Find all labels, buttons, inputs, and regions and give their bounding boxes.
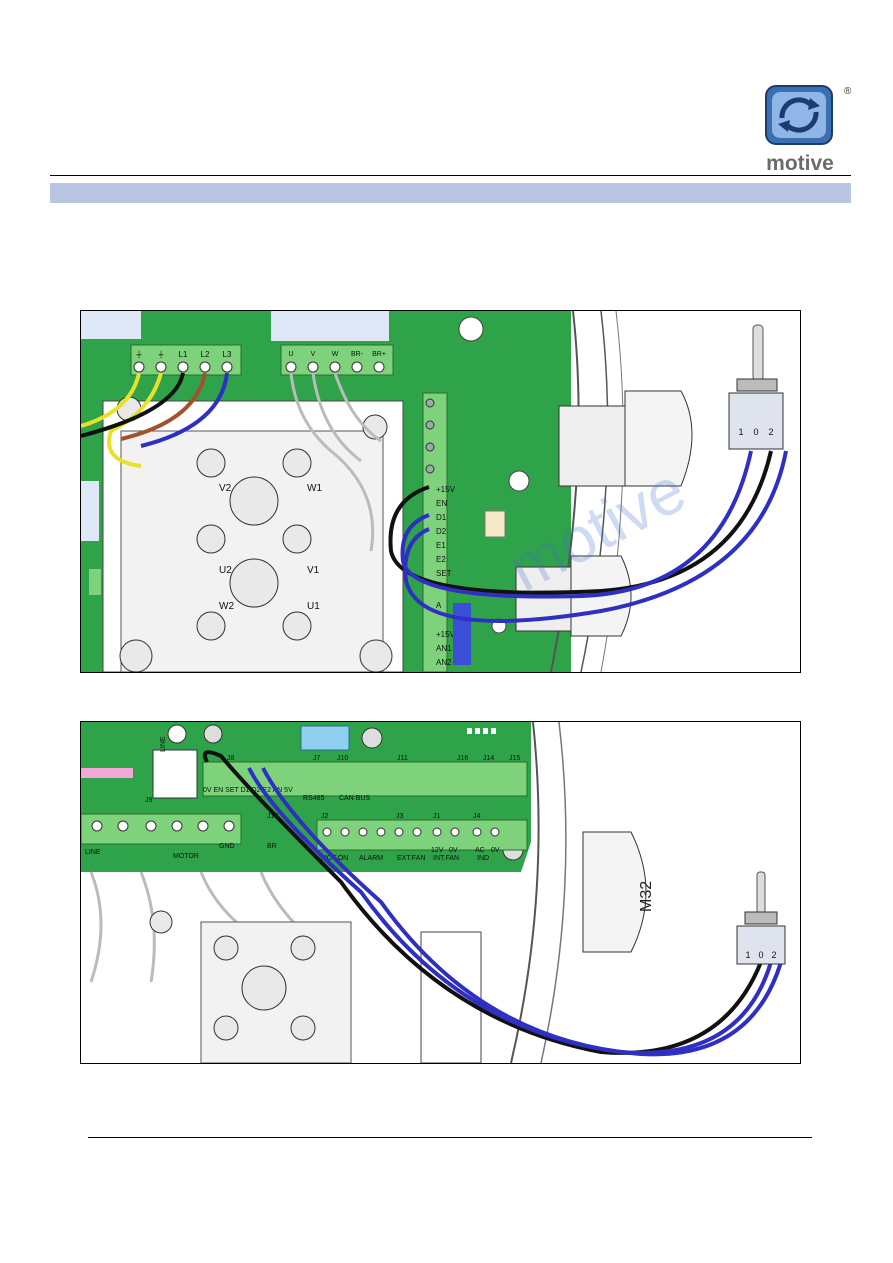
- switch2-label-2: 2: [771, 950, 776, 960]
- motor-label-u2: U2: [219, 565, 232, 576]
- j8-pin-row: 0V EN SET D1 D2 E2 AN 5V: [203, 787, 293, 794]
- section-band: [50, 183, 851, 203]
- conn-j3: J3: [396, 813, 404, 820]
- conn-j13: J13: [267, 813, 278, 820]
- io-a: A: [436, 601, 442, 610]
- term-motor-br-plus: BR+: [372, 351, 386, 358]
- io-e2: E2: [436, 555, 446, 564]
- io-15v: +15V: [436, 485, 456, 494]
- term-motor-br-minus: BR-: [351, 351, 364, 358]
- term-line-pe2: ⏚: [157, 350, 165, 359]
- conn-j7: J7: [313, 755, 321, 762]
- term-motor-u: U: [288, 351, 293, 358]
- term-line-l1: L1: [179, 350, 188, 359]
- term-line-l3: L3: [223, 350, 232, 359]
- brand-text: motive: [766, 152, 834, 175]
- motor-label-v1: V1: [307, 565, 320, 576]
- group-ext-fan: EXT.FAN: [397, 855, 425, 862]
- motor-label-w2: W2: [219, 601, 234, 612]
- motor-label-v2: V2: [219, 483, 232, 494]
- group-gnd: GND: [219, 843, 235, 850]
- switch1-label-2: 2: [768, 427, 773, 437]
- bus-rs485: RS485: [303, 795, 325, 802]
- conn-j1: J1: [433, 813, 441, 820]
- intfan-pin-12v: 12V: [431, 847, 444, 854]
- group-ind: IND: [477, 855, 489, 862]
- motor-label-w1: W1: [307, 483, 322, 494]
- term-line-l2: L2: [201, 350, 210, 359]
- conn-j11: J11: [397, 755, 408, 762]
- group-line: LINE: [85, 849, 101, 856]
- term-motor-v: V: [311, 351, 316, 358]
- conn-j9: J9: [145, 797, 153, 804]
- group-alarm: ALARM: [359, 855, 383, 862]
- conn-j14: J14: [483, 755, 494, 762]
- conn-j15: J15: [509, 755, 520, 762]
- wiring-figure-2: J8 J7 J10 J11 J16 J14 J15 J9 J2 J3 J1 J4…: [80, 721, 801, 1064]
- switch2-label-1: 1: [745, 950, 750, 960]
- side-label-line: LINE: [160, 736, 167, 752]
- term-motor-w: W: [332, 351, 339, 358]
- ind-pin-ac: AC: [475, 847, 485, 854]
- io-set: SET: [436, 569, 452, 578]
- bus-can: CAN BUS: [339, 795, 370, 802]
- registered-mark: ®: [844, 86, 852, 97]
- term-line-pe1: ⏚: [135, 350, 143, 359]
- conn-j8: J8: [227, 755, 235, 762]
- switch1-label-1: 1: [738, 427, 743, 437]
- wiring-figure-1: V2 W1 U2 V1 W2 U1 ⏚ ⏚ L1 L2 L3 U V W BR-…: [80, 310, 801, 673]
- conn-j10: J10: [337, 755, 348, 762]
- group-int-fan: INT.FAN: [433, 855, 459, 862]
- motor-label-u1: U1: [307, 601, 320, 612]
- group-motor: MOTOR: [173, 853, 199, 860]
- conn-j4: J4: [473, 813, 481, 820]
- ind-pin-0v: 0V: [491, 847, 500, 854]
- io-en: EN: [436, 499, 447, 508]
- io-15v-b: +15V: [436, 630, 456, 639]
- io-d1: D1: [436, 513, 447, 522]
- io-e1: E1: [436, 541, 446, 550]
- gland-label: M32: [638, 881, 655, 912]
- header-rule: [50, 175, 851, 176]
- io-d2: D2: [436, 527, 447, 536]
- footer-rule: [88, 1137, 812, 1138]
- switch1-label-0: 0: [753, 427, 758, 437]
- conn-j16: J16: [457, 755, 468, 762]
- group-br: BR: [267, 843, 277, 850]
- io-an2: AN2: [436, 658, 452, 667]
- switch2-label-0: 0: [758, 950, 763, 960]
- intfan-pin-0v: 0V: [449, 847, 458, 854]
- motive-logo: motive ®: [760, 82, 854, 176]
- conn-j2: J2: [321, 813, 329, 820]
- io-an1: AN1: [436, 644, 452, 653]
